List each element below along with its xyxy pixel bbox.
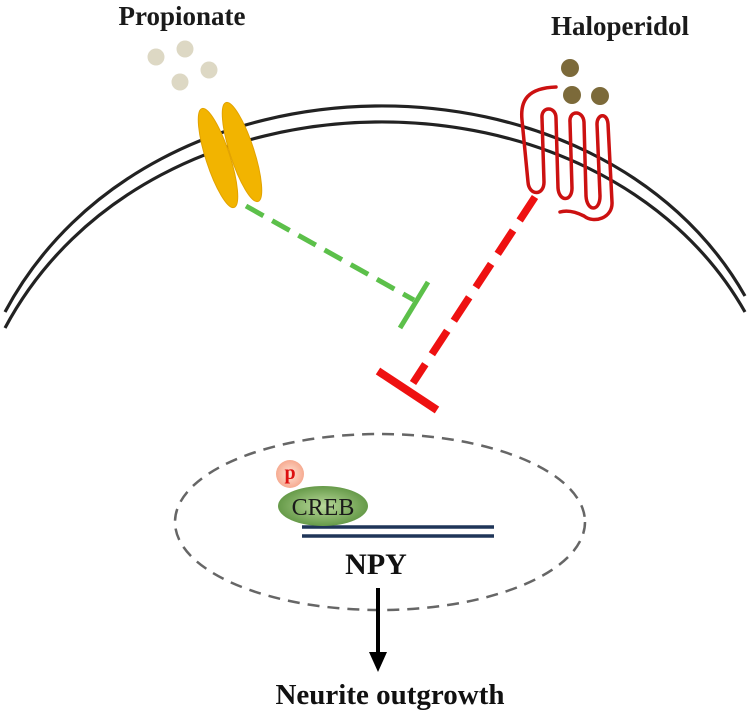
phospho-label: p (284, 462, 295, 484)
membrane-outer-line (3, 104, 747, 313)
propionate-particle (176, 40, 194, 58)
outgrowth-arrow-head (369, 652, 387, 672)
phospho-group (276, 460, 304, 488)
neurite-outgrowth-label: Neurite outgrowth (275, 679, 504, 711)
propionate-particles (147, 40, 218, 91)
propionate-inhibition-line (244, 203, 416, 303)
creb-label: CREB (292, 495, 355, 521)
propionate-label: Propionate (119, 1, 246, 31)
creb-protein (278, 486, 368, 526)
membrane-inner-line (3, 120, 747, 329)
haloperidol-particle (591, 87, 609, 105)
haloperidol-particle (563, 86, 581, 104)
outgrowth-arrow (369, 588, 387, 672)
propionate-inhibition-bar (397, 280, 431, 330)
haloperidol-receptor-body (519, 85, 614, 222)
propionate-receptor-left (197, 107, 239, 209)
propionate-receptor-right (221, 101, 263, 203)
propionate-inhibition-arrow (244, 203, 431, 330)
haloperidol-label: Haloperidol (551, 11, 690, 41)
haloperidol-particles (561, 59, 609, 105)
haloperidol-inhibition-line (409, 194, 539, 386)
haloperidol-particle (561, 59, 579, 77)
propionate-particle (171, 73, 189, 91)
dashed-ellipse-nucleus (173, 432, 587, 612)
seven-transmembrane-receptor-icon (519, 85, 614, 222)
twin-oval-receptor-icon (197, 101, 263, 209)
haloperidol-inhibition-bar (375, 367, 440, 414)
haloperidol-inhibition-arrow (375, 194, 539, 414)
npy-label: NPY (345, 548, 407, 581)
double-strand-dna-icon (302, 525, 494, 538)
propionate-particle (147, 48, 165, 66)
cell-membrane (3, 104, 747, 329)
propionate-particle (200, 61, 218, 79)
